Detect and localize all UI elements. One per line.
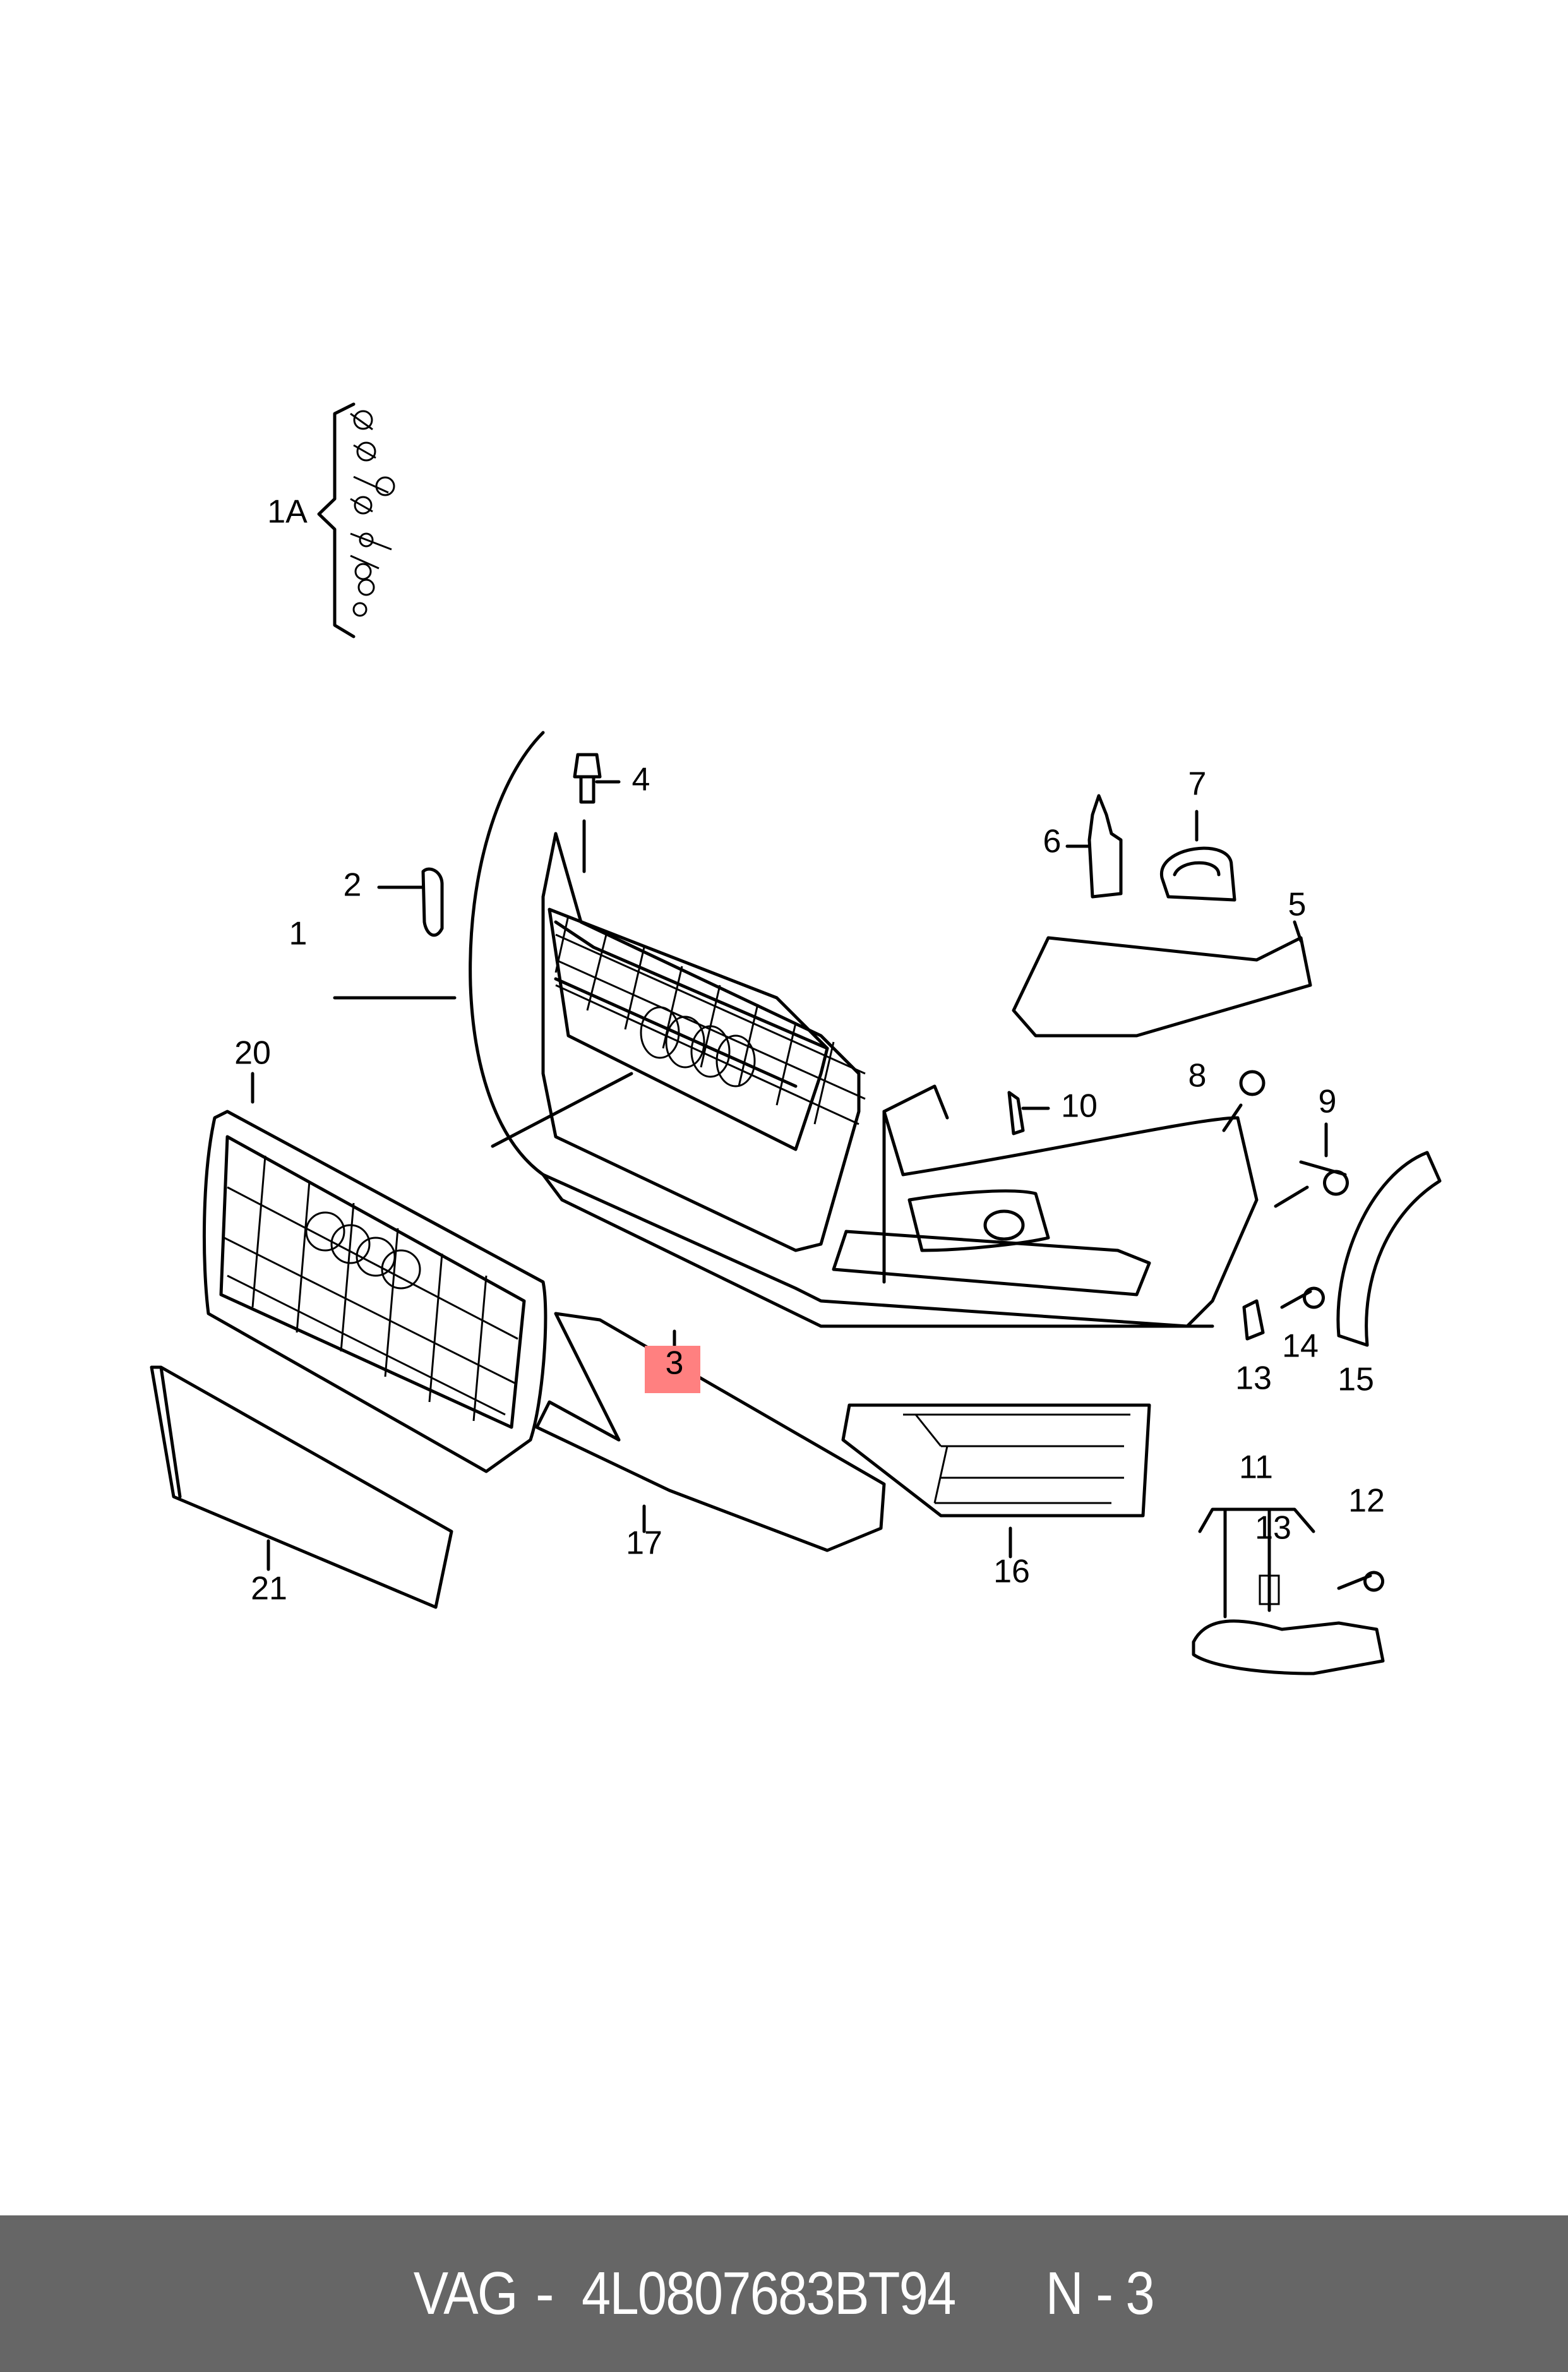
callout-7: 7 (1188, 766, 1207, 803)
callout-21: 21 (251, 1571, 287, 1607)
callout-5: 5 (1288, 887, 1307, 923)
callout-17: 17 (626, 1525, 662, 1562)
grille-mesh (554, 915, 866, 1125)
footer-text: VAG - 4L0807683BT94 N - 3 (414, 2260, 1155, 2327)
cap-8 (1239, 1070, 1266, 1096)
adhesive-bottle (1087, 794, 1123, 899)
radiator-grille (202, 1072, 548, 1473)
mounting-bracket (1012, 936, 1312, 1038)
callout-13: 13 (1255, 1510, 1291, 1547)
bumper-cover (333, 731, 1259, 1328)
callout-10: 10 (1061, 1088, 1098, 1125)
callout-12: 12 (1348, 1483, 1385, 1519)
callout-9: 9 (1319, 1084, 1337, 1120)
screw-4 (573, 753, 621, 873)
fog-lamp-grille (841, 1403, 1151, 1559)
callout-2: 2 (344, 867, 362, 904)
callout-6: 6 (1043, 824, 1062, 860)
part-number-footer: VAG - 4L0807683BT94 N - 3 (0, 2215, 1568, 2372)
callout-11: 11 (1239, 1449, 1273, 1486)
license-plate-holder (150, 1365, 453, 1609)
callout-13: 13 (1235, 1360, 1272, 1397)
callout-8: 8 (1188, 1058, 1207, 1094)
callout-1: 1 (289, 916, 308, 952)
adhesive-tape-roll (1160, 846, 1236, 902)
diagram-position: N - 3 (1046, 2260, 1155, 2327)
clip-2 (377, 867, 444, 937)
callout-1a: 1A (267, 494, 308, 530)
screw-14 (1280, 1286, 1325, 1309)
callout-14: 14 (1282, 1328, 1319, 1365)
callout-20: 20 (234, 1035, 271, 1072)
fastener-kit-1a (317, 402, 395, 638)
callout-16: 16 (993, 1554, 1030, 1590)
screw-9 (1274, 1122, 1349, 1208)
parts-diagram: 1A 1 2 4 5 6 7 8 9 10 11 12 13 13 14 15 … (150, 402, 1442, 1675)
bracket-assembly-11 (1192, 1507, 1385, 1675)
bracket-10 (1007, 1091, 1050, 1135)
highlighted-part-marker (645, 1346, 700, 1393)
lower-spoiler (535, 1312, 886, 1552)
brand: VAG (414, 2260, 518, 2327)
nut-13 (1242, 1299, 1265, 1341)
part-number: 4L0807683BT94 (582, 2260, 956, 2327)
wheel-arch-trim (1336, 1151, 1442, 1347)
callout-15: 15 (1338, 1362, 1374, 1398)
callout-4: 4 (632, 762, 650, 798)
